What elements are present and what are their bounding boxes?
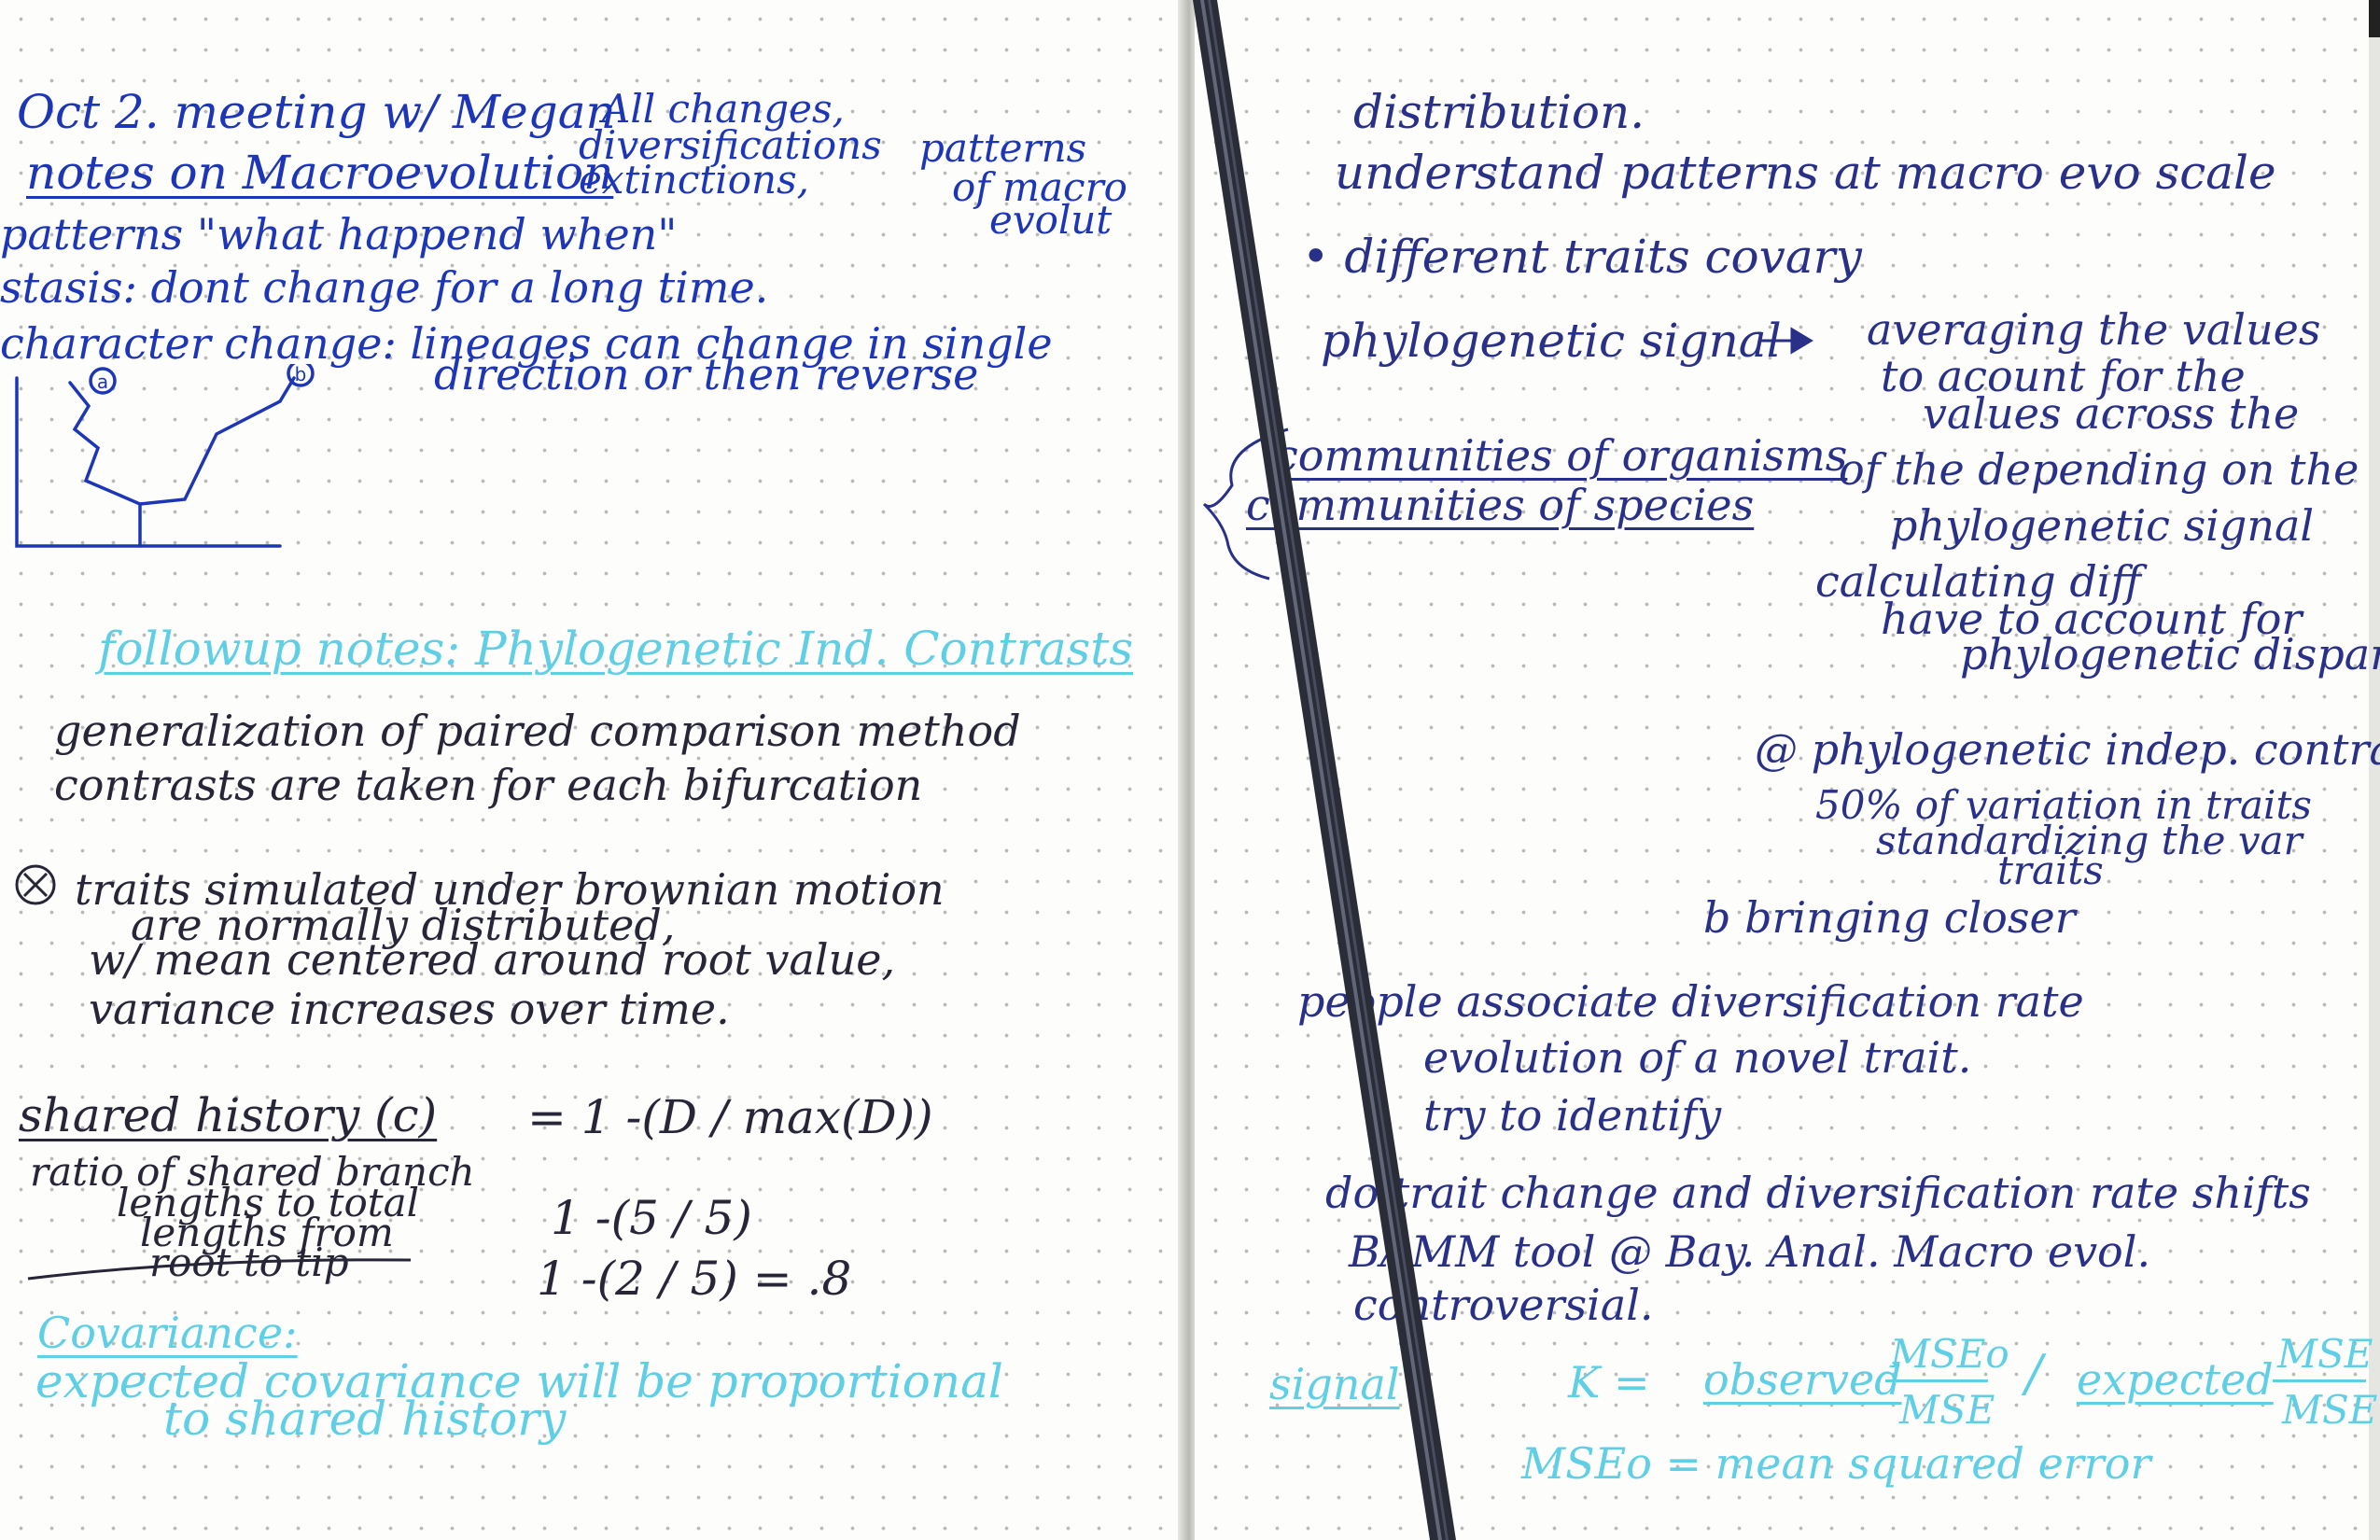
communities-organisms: communities of organisms xyxy=(1274,430,1848,481)
bringing-closer: b bringing closer xyxy=(1703,892,2076,943)
shared-history-label: shared history (c) xyxy=(19,1088,438,1142)
star-circle-icon xyxy=(15,864,56,905)
signal-k-frac2-den: MSE xyxy=(2282,1387,2378,1433)
signal-note-3: values across the xyxy=(1923,388,2300,439)
followup-line-1: generalization of paired comparison meth… xyxy=(54,706,1021,756)
side-line-2: of macro xyxy=(952,164,1127,210)
signal-note-5: phylogenetic signal xyxy=(1890,500,2315,551)
indep-contrasts-line-3: standardizing the var xyxy=(1876,818,2303,863)
signal-k-label: signal xyxy=(1269,1359,1400,1409)
shared-history-desc-3: lengths from xyxy=(140,1210,394,1255)
definition-character-change: character change: lineages can change in… xyxy=(0,318,1053,369)
signal-note-2: to acount for the xyxy=(1881,351,2246,401)
shifts-line-2: BAMM tool @ Bay. Anal. Macro evol. xyxy=(1349,1226,2151,1277)
signal-note-8: phylogenetic dispari xyxy=(1960,629,2380,679)
shared-history-desc-2: lengths to total xyxy=(117,1180,420,1225)
phylogenetic-signal-label: phylogenetic signal xyxy=(1321,314,1782,368)
page-corner xyxy=(2369,0,2380,1540)
signal-note-4: of the depending on the xyxy=(1839,444,2359,495)
signal-k-frac1-den: MSE xyxy=(1899,1387,1995,1433)
side-line-3: evolut xyxy=(989,197,1113,243)
communities-species: communities of species xyxy=(1246,480,1755,530)
definition-patterns: patterns "what happend when" xyxy=(0,209,678,259)
right-line-distribution: distribution. xyxy=(1353,85,1645,139)
phylogeny-sketch: a b xyxy=(15,364,315,548)
followup-title: followup notes: Phylogenetic Ind. Contra… xyxy=(98,622,1134,676)
diversification-line-1: people associate diversification rate xyxy=(1297,976,2084,1027)
signal-k-equals: K = xyxy=(1568,1357,1650,1407)
star-note-line-2: are normally distributed, xyxy=(131,900,676,950)
right-line-understand: understand patterns at macro evo scale xyxy=(1335,146,2276,200)
signal-note-6: calculating diff xyxy=(1815,556,2142,607)
left-notebook-page: Oct 2. meeting w/ Megan notes on Macroev… xyxy=(0,0,1185,1540)
covariance-line-2: to shared history xyxy=(163,1392,567,1446)
signal-k-expected: expected xyxy=(2077,1354,2274,1405)
star-note-line-3: w/ mean centered around root value, xyxy=(89,934,896,985)
mse-definition: MSEo = mean squared error xyxy=(1521,1438,2151,1489)
covariance-title: Covariance: xyxy=(37,1308,298,1358)
arrow-right-icon xyxy=(1759,327,1813,355)
covariance-line-1: expected covariance will be proportional xyxy=(35,1354,1003,1408)
side-line-1: patterns xyxy=(919,125,1087,171)
diversification-line-3: try to identify xyxy=(1423,1090,1722,1141)
sketch-label-a: a xyxy=(97,371,108,393)
right-notebook-page: distribution. understand patterns at mac… xyxy=(1195,0,2380,1540)
signal-k-slash: / xyxy=(2025,1344,2043,1403)
shared-history-formula: = 1 -(D / max(D)) xyxy=(527,1090,933,1144)
definition-character-change-2: direction or then reverse xyxy=(434,349,979,399)
indep-contrasts-line-1: @ phylogenetic indep. contrasts xyxy=(1755,724,2380,775)
meeting-title: Oct 2. meeting w/ Megan xyxy=(17,85,616,139)
fraction-bar-2 xyxy=(2273,1379,2366,1382)
bracket-line-3: extinctions, xyxy=(579,157,809,203)
signal-note-1: averaging the values xyxy=(1867,304,2321,355)
bracket-line-1: All changes, xyxy=(602,86,845,132)
star-note-line-4: variance increases over time. xyxy=(89,984,730,1034)
signal-k-frac1-num: MSEo xyxy=(1890,1331,2009,1377)
star-note-line-1: traits simulated under brownian motion xyxy=(75,864,945,915)
signal-k-observed: observed xyxy=(1703,1354,1902,1405)
followup-line-2: contrasts are taken for each bifurcation xyxy=(54,760,923,810)
signal-note-7: have to account for xyxy=(1881,594,2303,644)
shared-history-desc-1: ratio of shared branch xyxy=(30,1149,475,1195)
notes-subtitle: notes on Macroevolution xyxy=(26,146,614,200)
shifts-line-1: do trait change and diversification rate… xyxy=(1325,1168,2311,1218)
diversification-line-2: evolution of a novel trait. xyxy=(1423,1032,1972,1083)
indep-contrasts-line-4: traits xyxy=(1997,847,2104,893)
shared-history-calc-1: 1 -(5 / 5) xyxy=(551,1191,752,1245)
bracket-swoosh xyxy=(27,1258,412,1281)
bracket-line-2: diversifications xyxy=(579,122,882,168)
shifts-line-3: controversial. xyxy=(1353,1280,1654,1330)
right-line-covary: • different traits covary xyxy=(1302,230,1862,284)
signal-k-frac2-num: MSE xyxy=(2277,1331,2373,1377)
definition-stasis: stasis: dont change for a long time. xyxy=(0,262,769,313)
sketch-label-b: b xyxy=(295,364,307,385)
fraction-bar-1 xyxy=(1885,1379,1988,1382)
indep-contrasts-line-2: 50% of variation in traits xyxy=(1815,782,2312,828)
shared-history-calc-2: 1 -(2 / 5) = .8 xyxy=(537,1252,852,1306)
